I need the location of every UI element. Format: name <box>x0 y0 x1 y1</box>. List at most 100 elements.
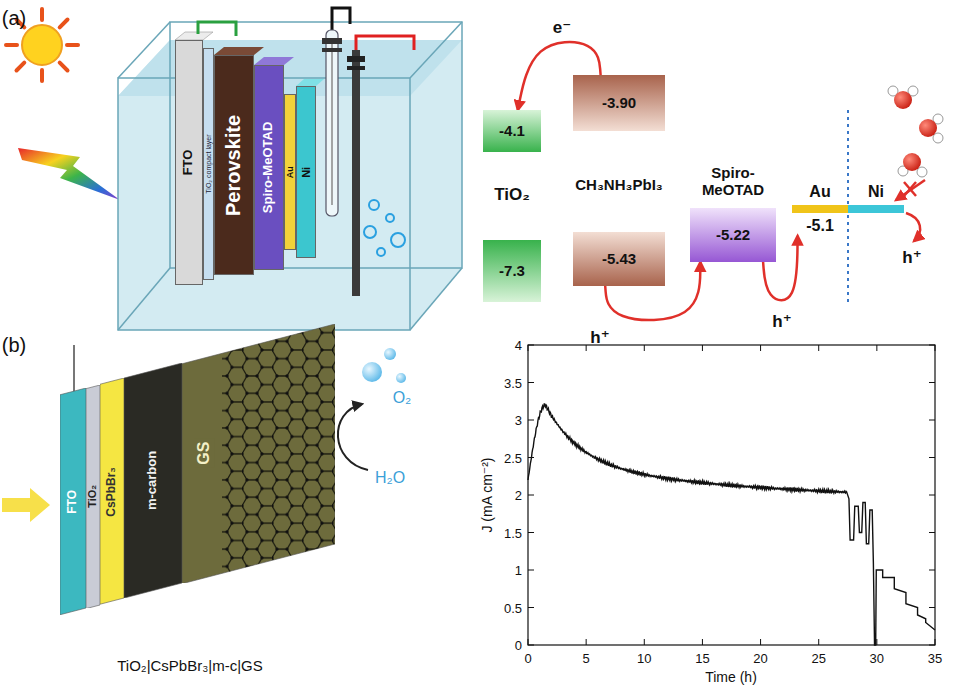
axis-ticks <box>929 645 935 646</box>
current-chart <box>528 345 935 645</box>
axis-title: J (mA cm⁻²) <box>479 457 495 532</box>
label-anchor: 0 <box>524 649 531 667</box>
slab-face <box>60 388 86 615</box>
label-anchor: 3.5 <box>504 374 522 392</box>
panel-label: (b) <box>2 334 26 357</box>
htl-slab: Spiro-MeOTAD <box>254 65 284 270</box>
axis-tick-label: 25 <box>811 652 825 667</box>
reference-electrode <box>331 44 333 205</box>
axis-ticks <box>929 420 935 421</box>
axis-ticks <box>818 639 819 645</box>
band-box: -3.90 <box>573 75 665 131</box>
label-anchor: J (mA cm⁻²) <box>478 457 496 532</box>
axis-ticks <box>528 495 534 496</box>
label-anchor: h⁺ <box>902 248 921 268</box>
reference-electrode <box>326 30 338 216</box>
axis-ticks <box>644 639 645 645</box>
material-name: TiO₂ <box>494 185 530 205</box>
band-box: -5.43 <box>573 232 665 286</box>
band-box: -7.3 <box>483 240 541 302</box>
axis-tick-label: 0 <box>515 639 522 654</box>
node-text: -7.3 <box>499 262 525 279</box>
label-anchor: CH₃NH₃PbI₃ <box>575 176 662 194</box>
slab-top-faces <box>175 32 213 40</box>
edge-label-anchor: h⁺ <box>590 328 609 348</box>
carrier-label: h⁺ <box>590 328 609 348</box>
sun-icon <box>60 20 68 28</box>
oxygen-bubbles <box>384 348 396 360</box>
perovskite-slab: Perovskite <box>214 55 254 275</box>
blocked-arrow <box>904 182 916 196</box>
gas-bubbles <box>364 200 405 256</box>
axis-ticks <box>818 345 819 351</box>
sun-icon <box>67 43 78 47</box>
axis-ticks <box>528 645 534 646</box>
axis-tick-label: 2.5 <box>504 452 522 467</box>
energy-level-bar <box>848 205 904 213</box>
counter-electrode <box>356 36 414 50</box>
sun-icon <box>22 25 62 65</box>
counter-electrode <box>347 66 365 70</box>
node-text: Ni <box>868 183 884 201</box>
layer-slab: m-carbon <box>124 363 182 598</box>
cell-tank <box>118 22 462 330</box>
blocked-arrow <box>904 182 916 196</box>
axis-ticks <box>760 639 761 645</box>
panel-label: (a) <box>2 7 26 30</box>
node-text: Perovskite <box>223 114 246 215</box>
label-anchor: 35 <box>928 649 942 667</box>
carrier-label: h⁺ <box>902 248 921 268</box>
light-bolt <box>18 148 120 200</box>
axis-ticks <box>528 345 534 346</box>
node-text: -5.43 <box>602 250 636 267</box>
sun-icon <box>6 43 17 47</box>
slab-face <box>100 378 124 604</box>
label-anchor: 1.5 <box>504 524 522 542</box>
material-name: Spiro-MeOTAD <box>691 164 775 199</box>
node-text: TiO₂ compact layer <box>204 134 212 193</box>
node-text: -5.22 <box>716 226 750 243</box>
label-anchor: H₂O <box>375 469 405 487</box>
water-molecule <box>888 86 943 177</box>
band-box: -4.1 <box>483 110 541 152</box>
axis-ticks <box>929 457 935 458</box>
metal-level: Ni <box>848 183 904 236</box>
sun-icon <box>60 63 68 71</box>
species-label: O₂ <box>393 389 412 407</box>
ni-layer: Ni <box>296 86 316 258</box>
label-anchor: (a) <box>2 7 26 30</box>
cell-tank <box>118 22 170 78</box>
axis-tick-label: 1 <box>515 564 522 579</box>
layer-slab: CsPbBr₃ <box>100 378 124 604</box>
counter-electrode <box>347 56 365 62</box>
slab-face <box>86 385 100 609</box>
sun-icon <box>40 9 44 20</box>
label-anchor: 30 <box>870 649 884 667</box>
reference-electrode <box>322 38 342 44</box>
current-chart <box>528 345 935 645</box>
axis-tick-label: 15 <box>695 652 709 667</box>
oxygen-bubbles <box>396 373 406 383</box>
axis-ticks <box>876 345 877 351</box>
slab-top-faces <box>254 57 294 65</box>
axis-ticks <box>760 345 761 351</box>
axis-ticks <box>528 532 534 533</box>
cell-tank <box>410 268 462 330</box>
axis-tick-label: 0 <box>524 652 531 667</box>
label-anchor: 15 <box>695 649 709 667</box>
slab-top-faces <box>214 47 264 55</box>
axis-ticks <box>929 532 935 533</box>
node-text: CsPbBr₃ <box>105 467 119 517</box>
label-anchor: 20 <box>753 649 767 667</box>
reaction-arrow <box>338 404 368 470</box>
label-anchor: 2 <box>515 486 522 504</box>
oxygen-bubbles <box>362 362 382 382</box>
label-anchor: Spiro-MeOTAD <box>691 164 775 199</box>
slab-face <box>124 363 182 598</box>
node-text: -3.90 <box>602 94 636 111</box>
graphene-sheet: GS <box>182 324 335 584</box>
carrier-label: e⁻ <box>553 18 571 38</box>
fto-slab: FTO <box>175 40 203 285</box>
water-molecule <box>933 133 943 143</box>
